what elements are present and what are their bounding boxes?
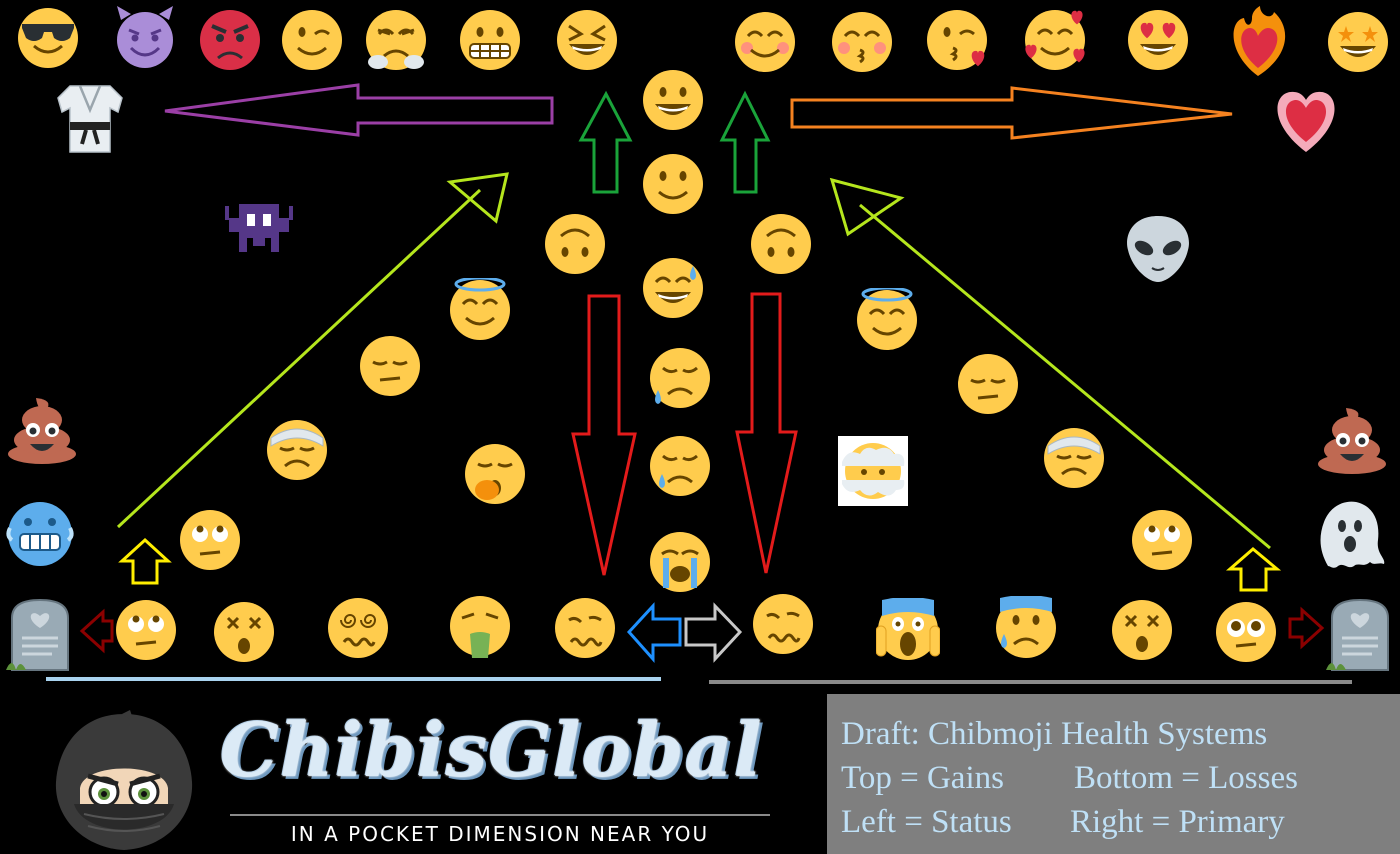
vomiting-face-icon xyxy=(448,594,512,658)
woozy-face-icon xyxy=(751,592,815,656)
crying-face-icon xyxy=(648,434,712,498)
woozy-face-icon xyxy=(553,596,617,660)
pile-of-poo-icon-left xyxy=(8,398,76,464)
upside-down-face-icon xyxy=(749,212,813,276)
squinting-laugh-face-icon xyxy=(555,8,619,72)
masked-mascot-icon xyxy=(55,710,193,850)
sweat-smile-face-icon xyxy=(641,256,705,320)
winking-face-icon xyxy=(280,8,344,72)
bandage-face-icon xyxy=(265,418,329,482)
steam-nose-face-icon xyxy=(364,8,428,72)
tombstone-icon-right xyxy=(1326,598,1389,671)
lime-diagonal-right-head xyxy=(829,177,905,237)
screaming-face-icon xyxy=(876,598,940,662)
slightly-smiling-face-icon xyxy=(641,152,705,216)
legend-left-status: Left = Status xyxy=(841,804,1012,840)
brand-tagline: IN A POCKET DIMENSION NEAR YOU xyxy=(290,822,710,846)
gray-right-arrow xyxy=(684,602,743,663)
hearts-face-icon xyxy=(1023,8,1087,72)
yawning-face-icon xyxy=(463,442,527,506)
bandage-face-icon xyxy=(1042,426,1106,490)
red-down-arrow-left xyxy=(571,294,637,576)
halo-face-icon xyxy=(855,288,919,352)
legend-top-gains: Top = Gains xyxy=(841,760,1004,796)
kissing-closed-eyes-face-icon xyxy=(830,10,894,74)
heart-on-fire-icon xyxy=(1233,6,1286,76)
pile-of-poo-icon-right xyxy=(1318,408,1386,474)
blue-left-arrow xyxy=(626,602,682,663)
dizzy-face-icon xyxy=(1110,598,1174,662)
halo-face-icon xyxy=(448,278,512,342)
heart-eyes-face-icon xyxy=(1126,8,1190,72)
anxious-sweat-face-icon xyxy=(994,596,1058,660)
cold-face-icon xyxy=(6,502,74,566)
legend-right-primary: Right = Primary xyxy=(1070,804,1285,840)
brand-name: ChibisGlobal xyxy=(220,708,763,794)
lime-diagonal-right-line xyxy=(859,203,1271,550)
rolling-eyes-face-icon xyxy=(1130,508,1194,572)
blushing-smile-face-icon xyxy=(733,10,797,74)
rolling-eyes-face-icon xyxy=(178,508,242,572)
orange-right-arrow xyxy=(790,86,1233,140)
brand-underline xyxy=(230,814,770,816)
lime-diagonal-left-line xyxy=(116,188,482,529)
loudly-crying-face-icon xyxy=(648,530,712,594)
yellow-up-arrow-left xyxy=(118,537,172,585)
yellow-up-arrow-right xyxy=(1225,547,1282,592)
rolling-eyes-face-icon xyxy=(114,598,178,662)
alien-monster-icon xyxy=(225,204,293,252)
legend-bottom-losses: Bottom = Losses xyxy=(1074,760,1298,796)
lime-diagonal-left-head xyxy=(446,172,509,224)
blowing-kiss-face-icon xyxy=(925,8,989,72)
alien-face-icon xyxy=(1127,216,1189,282)
face-in-clouds-icon xyxy=(838,436,908,506)
red-heart-icon xyxy=(1277,91,1335,152)
upside-down-face-icon xyxy=(543,212,607,276)
sunglasses-face-icon xyxy=(16,6,80,70)
green-up-arrow-right xyxy=(719,90,771,194)
dark-red-right-arrow xyxy=(1288,606,1325,650)
red-down-arrow-right xyxy=(735,292,798,574)
smiling-devil-icon xyxy=(113,6,177,70)
tombstone-icon-left xyxy=(6,598,69,671)
brand-logo: ChibisGlobal IN A POCKET DIMENSION NEAR … xyxy=(44,700,824,854)
dizzy-face-icon xyxy=(212,600,276,664)
grimacing-face-icon xyxy=(458,8,522,72)
spiral-eyes-face-icon xyxy=(326,596,390,660)
sad-sweat-face-icon xyxy=(648,346,712,410)
legend-title: Draft: Chibmoji Health Systems xyxy=(841,716,1268,752)
pleading-face-icon xyxy=(1214,600,1278,664)
martial-arts-uniform-icon xyxy=(57,85,123,153)
ghost-icon xyxy=(1320,501,1385,568)
green-up-arrow-left xyxy=(578,90,633,194)
legend-box: Draft: Chibmoji Health Systems Top = Gai… xyxy=(827,694,1400,854)
purple-left-arrow xyxy=(164,83,554,137)
grinning-face-icon xyxy=(641,68,705,132)
pensive-face-icon xyxy=(956,352,1020,416)
dark-red-left-arrow xyxy=(79,608,114,654)
pensive-face-icon xyxy=(358,334,422,398)
angry-face-icon xyxy=(198,8,262,72)
star-struck-face-icon xyxy=(1326,10,1390,74)
